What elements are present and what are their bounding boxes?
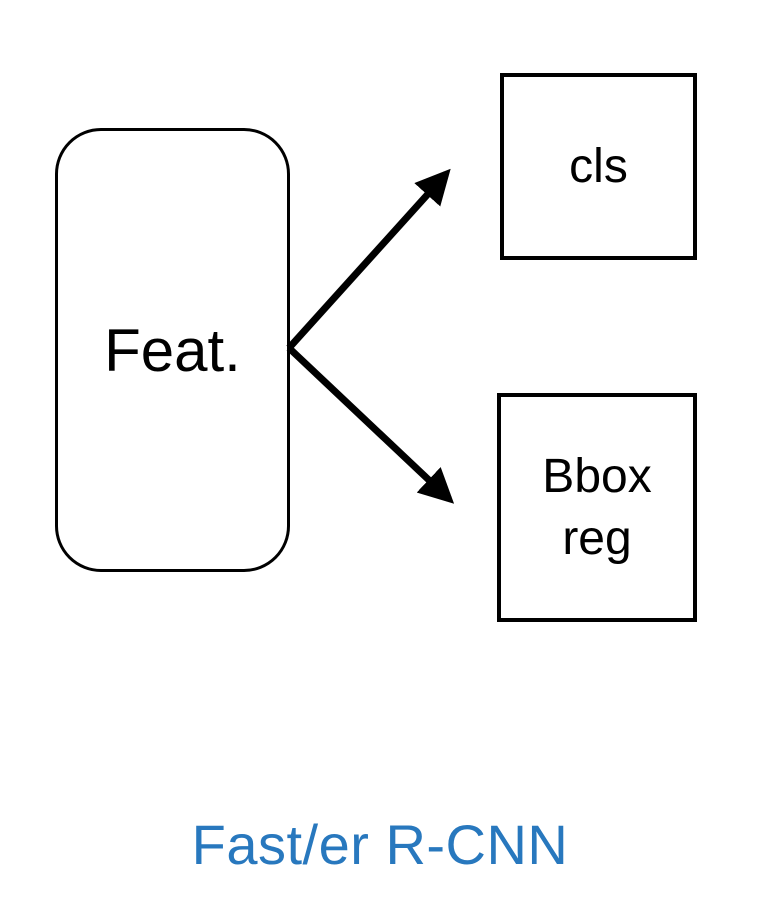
bbox-reg-node: Bbox reg bbox=[497, 393, 697, 622]
arrow-feat-to-cls bbox=[286, 168, 451, 351]
diagram-title: Fast/er R-CNN bbox=[191, 813, 569, 876]
bbox-reg-label-line1: Bbox bbox=[542, 450, 652, 504]
feat-node: Feat. bbox=[55, 128, 290, 572]
cls-label: cls bbox=[569, 140, 628, 193]
cls-node: cls bbox=[500, 73, 697, 260]
arrow-feat-to-bbox-reg bbox=[286, 345, 455, 504]
bbox-reg-label-line2: reg bbox=[562, 511, 632, 565]
feat-label: Feat. bbox=[104, 316, 241, 384]
